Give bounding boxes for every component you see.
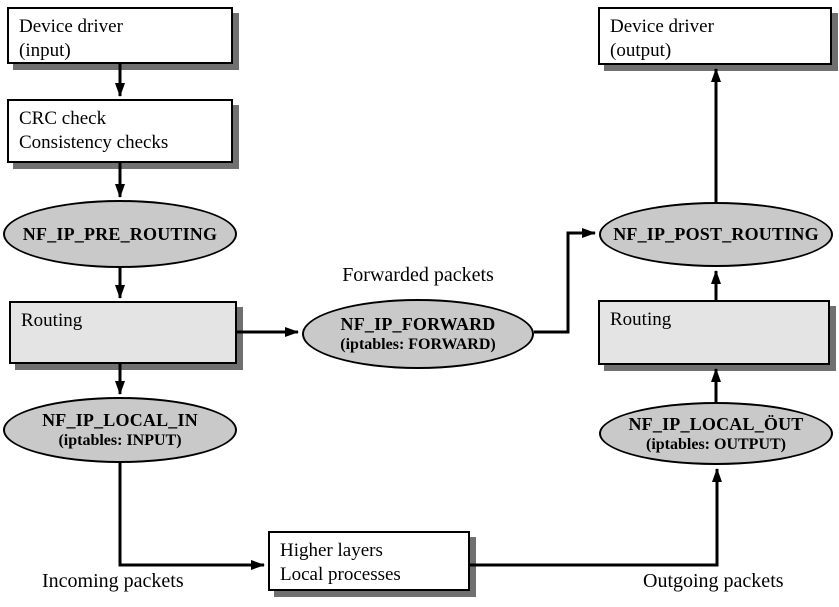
routing-right-label: Routing <box>610 309 672 330</box>
outgoing-packets-label: Outgoing packets <box>643 570 784 592</box>
routing-left-box: Routing <box>9 301 237 364</box>
forward-hook-sublabel: (iptables: FORWARD) <box>340 336 496 353</box>
crc-check-box: CRC check Consistency checks <box>7 99 233 163</box>
post-routing-hook-label: NF_IP_POST_ROUTING <box>613 224 819 244</box>
connector-forward-to-postrouting <box>534 228 596 334</box>
connector-localin-to-higherlayers <box>118 463 265 570</box>
local-in-hook-ellipse: NF_IP_LOCAL_IN (iptables: INPUT) <box>3 397 237 463</box>
incoming-packets-label: Incoming packets <box>42 570 184 592</box>
higher-layers-box: Higher layers Local processes <box>268 531 470 591</box>
pre-routing-hook-ellipse: NF_IP_PRE_ROUTING <box>3 200 237 268</box>
device-driver-input-box: Device driver (input) <box>7 7 233 64</box>
crc-check-line2: Consistency checks <box>19 132 169 153</box>
routing-right-box: Routing <box>598 300 830 365</box>
local-in-hook-sublabel: (iptables: INPUT) <box>58 432 182 449</box>
forwarded-packets-label: Forwarded packets <box>342 264 494 286</box>
higher-layers-line2: Local processes <box>280 564 401 585</box>
connector-higherlayers-to-localout <box>470 468 722 567</box>
post-routing-hook-ellipse: NF_IP_POST_ROUTING <box>599 202 833 267</box>
device-driver-output-line1: Device driver <box>610 16 714 37</box>
crc-check-line1: CRC check <box>19 108 107 129</box>
higher-layers-line1: Higher layers <box>280 540 383 561</box>
device-driver-output-line2: (output) <box>610 40 672 61</box>
local-in-hook-label: NF_IP_LOCAL_IN <box>42 410 198 430</box>
pre-routing-hook-label: NF_IP_PRE_ROUTING <box>22 223 218 244</box>
device-driver-output-box: Device driver (output) <box>598 7 832 65</box>
local-out-hook-ellipse: NF_IP_LOCAL_ÖUT (iptables: OUTPUT) <box>599 402 833 465</box>
local-out-hook-sublabel: (iptables: OUTPUT) <box>646 435 786 453</box>
device-driver-input-line2: (input) <box>19 40 71 61</box>
device-driver-input-line1: Device driver <box>19 16 123 37</box>
forward-hook-ellipse: NF_IP_FORWARD (iptables: FORWARD) <box>302 299 534 369</box>
local-out-hook-label: NF_IP_LOCAL_ÖUT <box>628 413 804 434</box>
routing-left-label: Routing <box>21 310 83 331</box>
forward-hook-label: NF_IP_FORWARD <box>340 314 496 334</box>
